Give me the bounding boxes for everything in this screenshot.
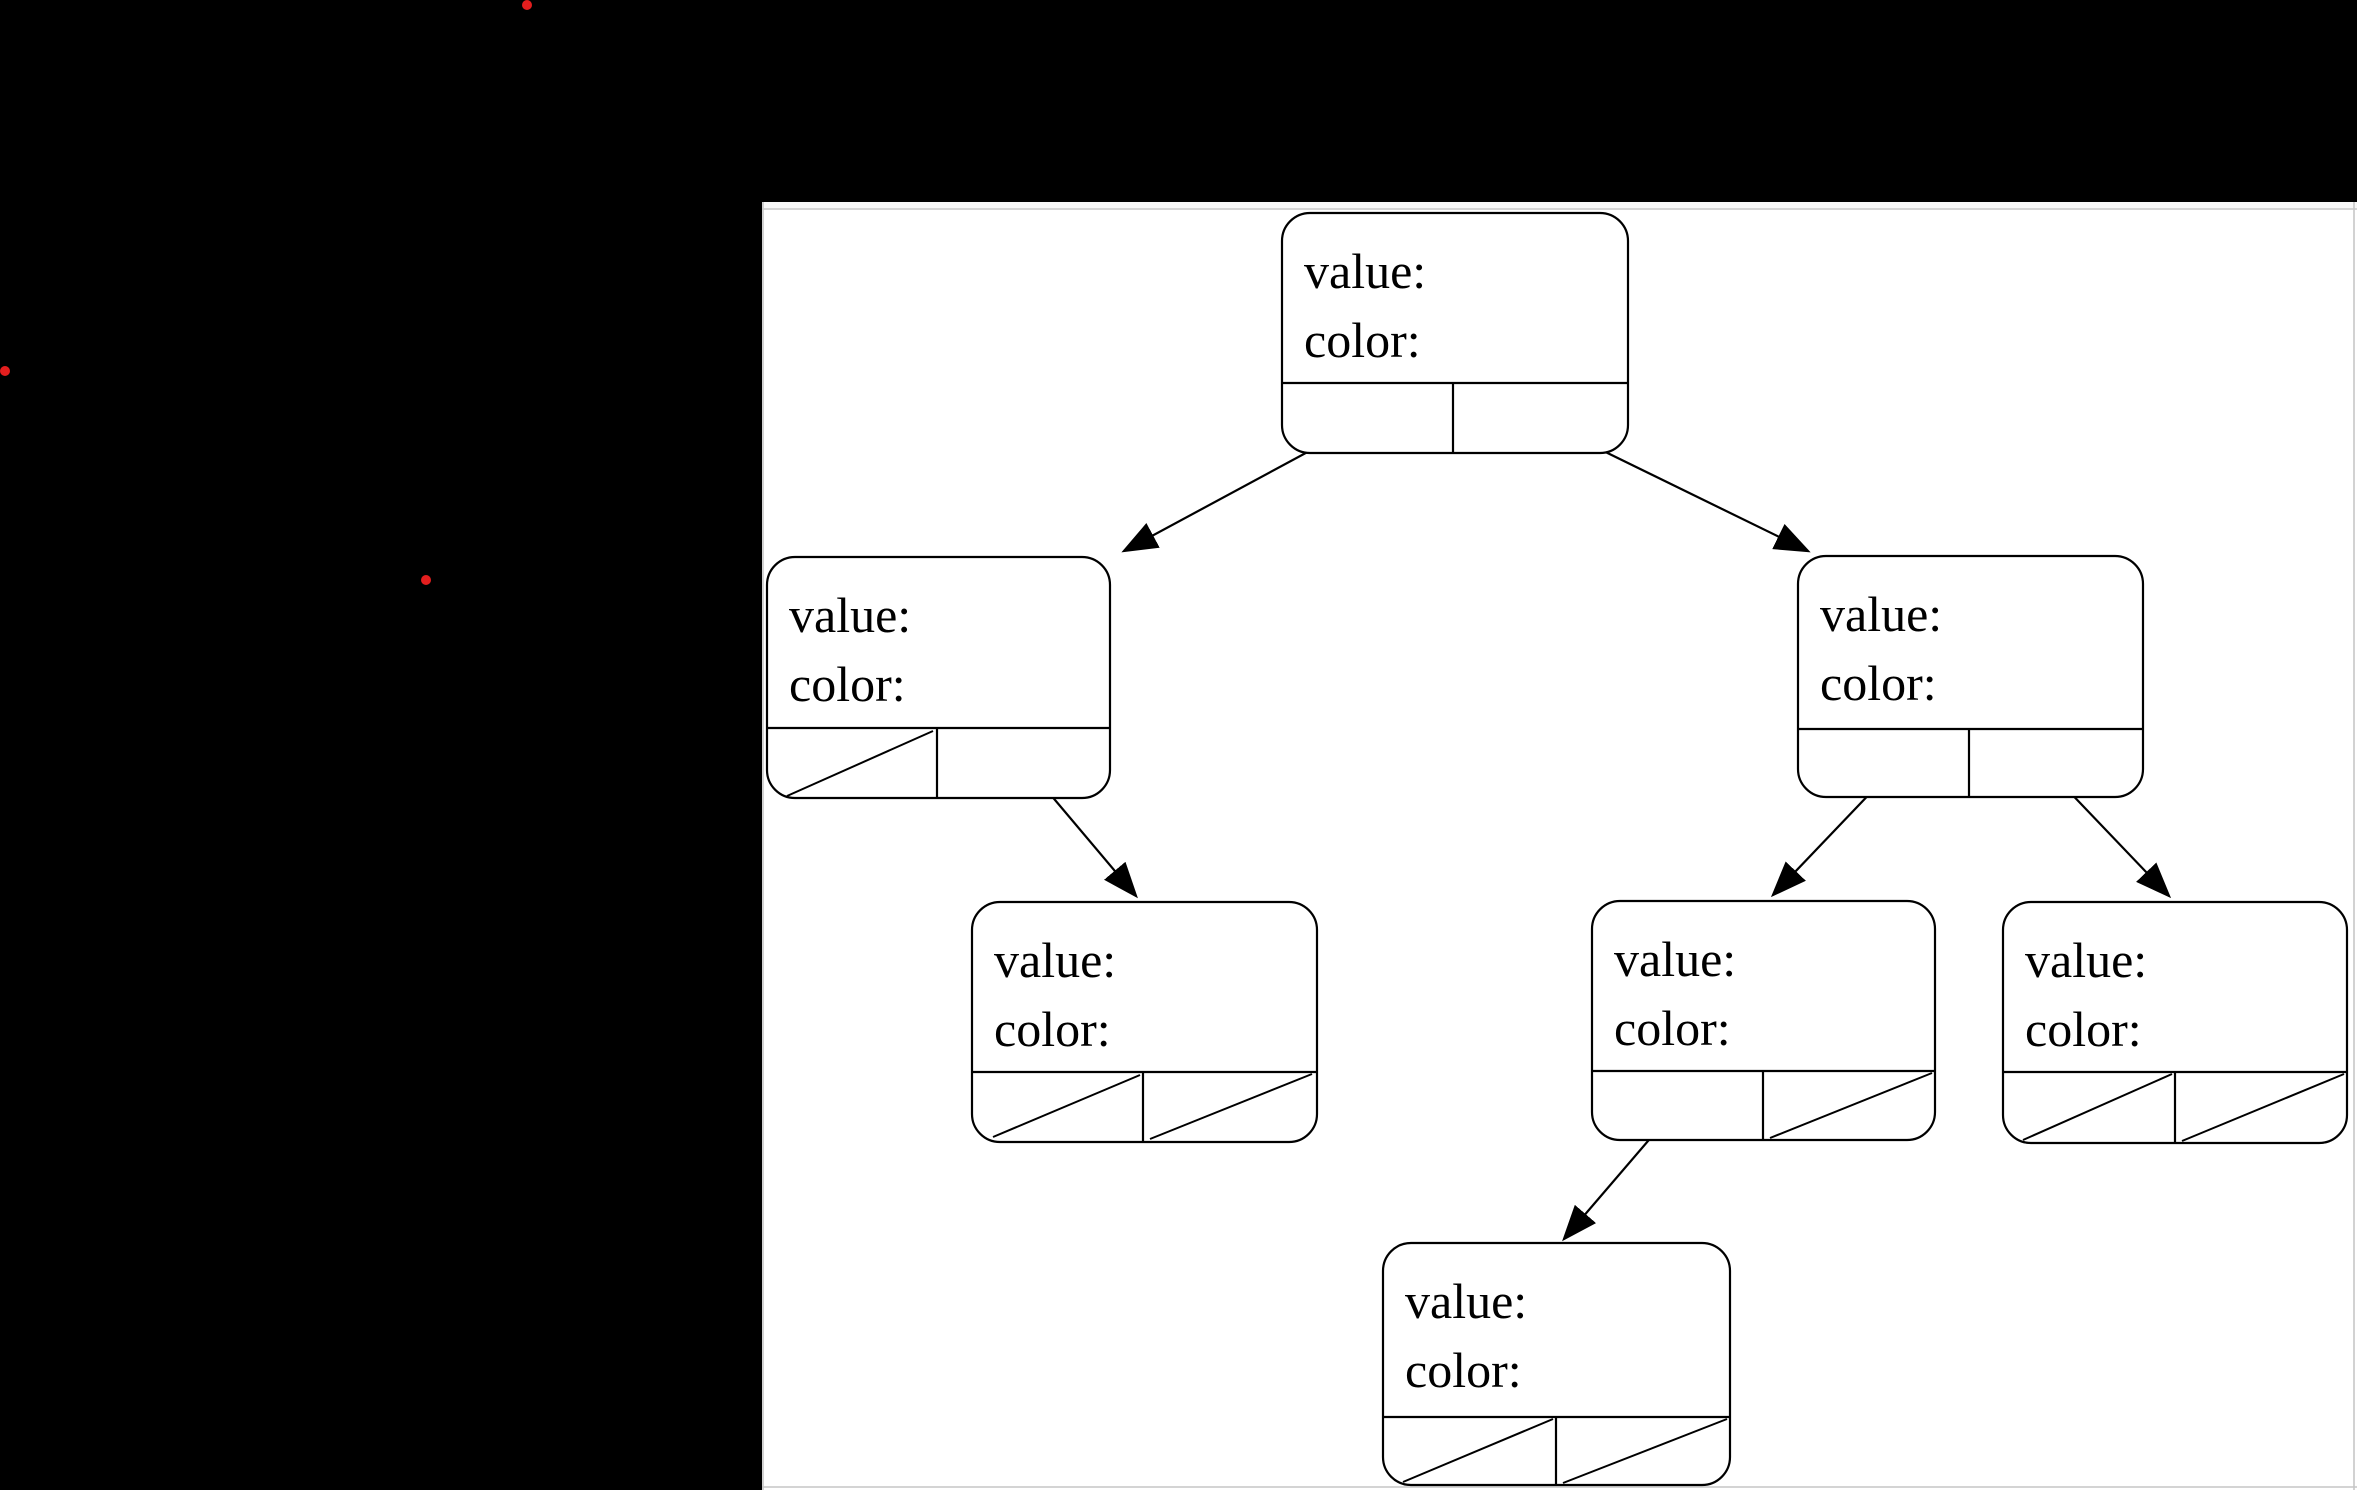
null-slash-right-pointer: [2181, 1073, 2345, 1142]
color-label: color:: [789, 656, 906, 712]
color-label: color:: [1820, 655, 1937, 711]
tree-node-right-left-grandchild: value: color:: [1590, 899, 1937, 1142]
value-label: value:: [1304, 243, 1426, 299]
null-slash-left-pointer: [786, 730, 934, 797]
color-label: color:: [1304, 312, 1421, 368]
panel-top-strip: [762, 202, 2357, 208]
tree-node-left-child: value: color:: [765, 555, 1112, 800]
red-marker-dot: [522, 0, 532, 10]
null-slash-right-pointer: [1562, 1418, 1728, 1484]
null-slash-left-pointer: [1402, 1418, 1554, 1483]
tree-node-bottom: value: color:: [1381, 1241, 1732, 1487]
tree-node-left-right-grandchild: value: color:: [970, 900, 1319, 1144]
null-slash-right-pointer: [1769, 1072, 1933, 1139]
value-label: value:: [789, 587, 911, 643]
value-label: value:: [2025, 932, 2147, 988]
null-slash-left-pointer: [992, 1074, 1141, 1138]
color-label: color:: [2025, 1001, 2142, 1057]
tree-node-right-child: value: color:: [1796, 554, 2145, 799]
value-label: value:: [1614, 931, 1736, 987]
tree-node-root: value: color:: [1280, 211, 1630, 455]
node-outline: [1796, 554, 2145, 799]
node-outline: [970, 900, 1319, 1144]
node-outline: [765, 555, 1112, 800]
color-label: color:: [1405, 1342, 1522, 1398]
null-slash-right-pointer: [1149, 1073, 1313, 1140]
node-outline: [1280, 211, 1630, 455]
value-label: value:: [1405, 1273, 1527, 1329]
tree-node-right-right-grandchild: value: color:: [2001, 900, 2349, 1145]
red-marker-dot: [0, 366, 10, 376]
red-marker-dot: [421, 575, 431, 585]
value-label: value:: [994, 932, 1116, 988]
color-label: color:: [1614, 1000, 1731, 1056]
null-slash-left-pointer: [2022, 1073, 2173, 1141]
color-label: color:: [994, 1001, 1111, 1057]
value-label: value:: [1820, 586, 1942, 642]
